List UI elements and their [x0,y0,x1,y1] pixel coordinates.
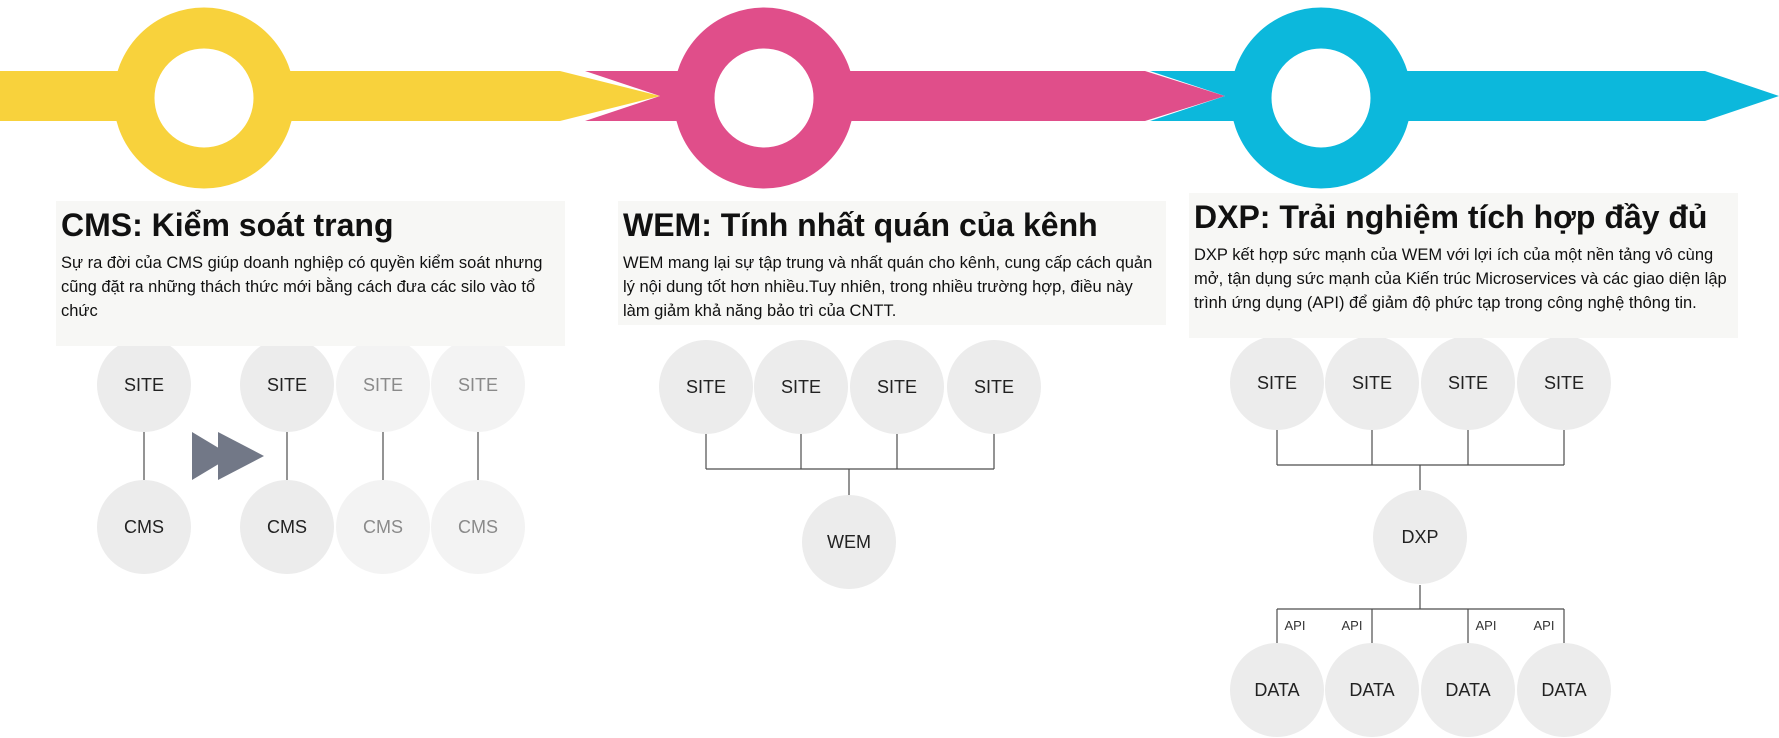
site-node: SITE [240,338,334,432]
timeline-ring-cms [113,7,295,189]
svg-text:CMS: CMS [363,517,403,537]
svg-text:SITE: SITE [877,377,917,397]
site-node: SITE [850,340,944,434]
site-node: SITE [1325,336,1419,430]
site-node: SITE [1517,336,1611,430]
api-label: API [1534,618,1555,633]
site-node: SITE [1421,336,1515,430]
cms-node-faded: CMS [431,480,525,574]
site-node: SITE [754,340,848,434]
svg-text:SITE: SITE [124,375,164,395]
site-node: SITE [947,340,1041,434]
timeline-band-yellow [0,71,660,121]
data-node: DATA [1421,643,1515,737]
svg-text:WEM: WEM [827,532,871,552]
site-node: SITE [1230,336,1324,430]
dxp-node: DXP [1373,490,1467,584]
site-node-faded: SITE [336,338,430,432]
wem-connectors [705,430,995,495]
svg-text:CMS: CMS [267,517,307,537]
svg-text:SITE: SITE [686,377,726,397]
site-node-faded: SITE [431,338,525,432]
svg-text:SITE: SITE [1257,373,1297,393]
site-node: SITE [659,340,753,434]
svg-text:SITE: SITE [974,377,1014,397]
svg-text:CMS: CMS [124,517,164,537]
dxp-title: DXP: Trải nghiệm tích hợp đầy đủ [1194,199,1708,235]
wem-node: WEM [802,495,896,589]
svg-text:DXP: DXP [1401,527,1438,547]
fast-forward-icon [192,432,264,480]
cms-diagram: SITE CMS SITE CMS SITE CMS SITE [97,338,525,574]
wem-info-panel: WEM: Tính nhất quán của kênh WEM mang lạ… [618,201,1166,325]
data-node: DATA [1325,643,1419,737]
svg-text:SITE: SITE [1448,373,1488,393]
cms-description: Sự ra đời của CMS giúp doanh nghiệp có q… [61,254,543,320]
api-label: API [1476,618,1497,633]
svg-text:DATA: DATA [1541,680,1586,700]
cms-connectors [143,430,479,480]
svg-text:SITE: SITE [1544,373,1584,393]
svg-text:DATA: DATA [1254,680,1299,700]
svg-text:DATA: DATA [1349,680,1394,700]
dxp-info-panel: DXP: Trải nghiệm tích hợp đầy đủ DXP kết… [1189,193,1738,338]
api-label: API [1342,618,1363,633]
api-label: API [1285,618,1306,633]
svg-text:CMS: CMS [458,517,498,537]
wem-diagram: SITE SITE SITE SITE WEM [659,340,1041,589]
svg-text:SITE: SITE [1352,373,1392,393]
wem-title: WEM: Tính nhất quán của kênh [623,207,1098,243]
dxp-connectors [1276,430,1565,645]
cms-node-faded: CMS [336,480,430,574]
svg-text:SITE: SITE [363,375,403,395]
svg-text:SITE: SITE [458,375,498,395]
svg-text:SITE: SITE [267,375,307,395]
cms-info-panel: CMS: Kiểm soát trang Sự ra đời của CMS g… [56,201,565,346]
data-node: DATA [1230,643,1324,737]
cms-title: CMS: Kiểm soát trang [61,207,394,243]
timeline-ring-dxp [1230,7,1412,189]
svg-text:SITE: SITE [781,377,821,397]
svg-text:DATA: DATA [1445,680,1490,700]
site-node: SITE [97,338,191,432]
dxp-diagram: SITE SITE SITE SITE DXP API API API API … [1230,336,1611,737]
cms-node: CMS [240,480,334,574]
cms-node: CMS [97,480,191,574]
timeline-ring-wem [673,7,855,189]
api-labels: API API API API [1285,618,1555,633]
data-node: DATA [1517,643,1611,737]
wem-description: WEM mang lại sự tập trung và nhất quán c… [623,254,1153,320]
dxp-description: DXP kết hợp sức mạnh của WEM với lợi ích… [1194,246,1727,312]
